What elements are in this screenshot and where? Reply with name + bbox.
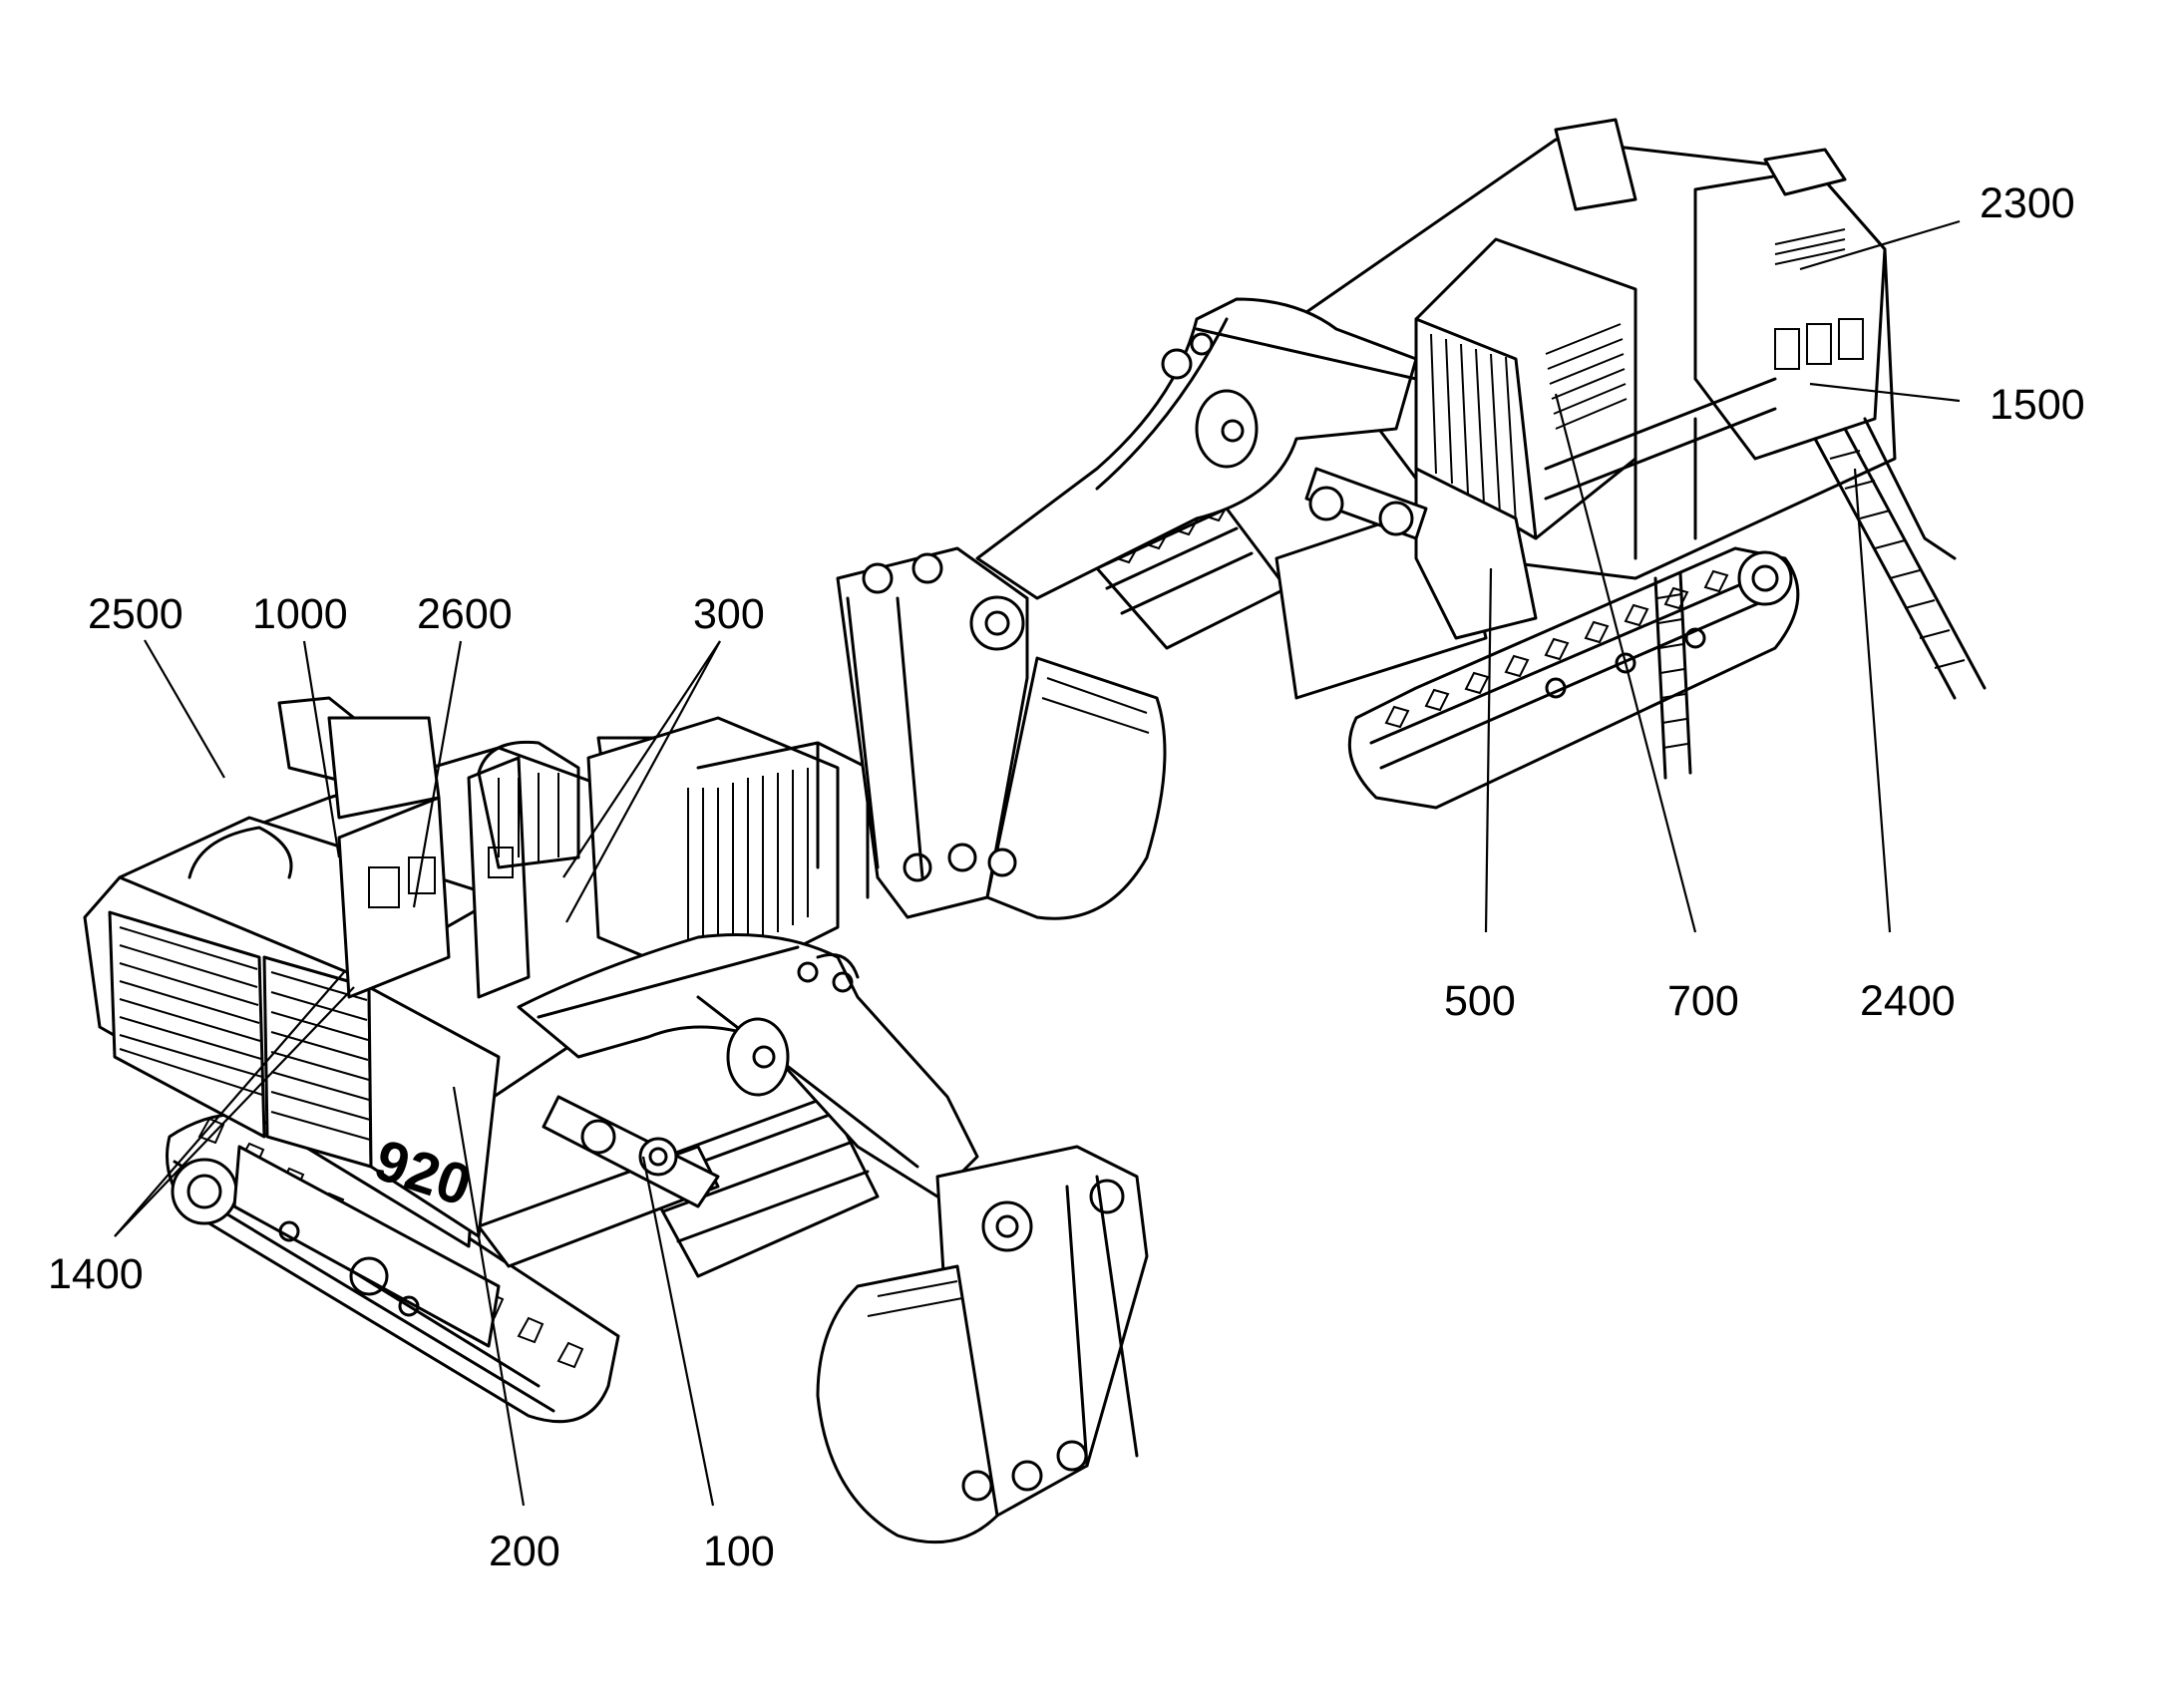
right-excavator bbox=[836, 118, 1987, 920]
leader-2600 bbox=[412, 640, 463, 908]
reference-numerals: 2500 1000 2600 300 1400 200 100 2300 150… bbox=[48, 179, 2085, 1575]
leader-1400b bbox=[114, 986, 355, 1237]
leader-2400 bbox=[1853, 468, 1892, 933]
leader-100 bbox=[641, 1156, 715, 1507]
label-2300: 2300 bbox=[1980, 179, 2075, 227]
right-stick-bucket bbox=[836, 546, 1167, 920]
label-700: 700 bbox=[1667, 977, 1739, 1025]
label-100: 100 bbox=[703, 1528, 775, 1575]
label-2400: 2400 bbox=[1860, 977, 1956, 1025]
right-radiator-box bbox=[1414, 237, 1637, 640]
leader-lines bbox=[114, 219, 1961, 1507]
leader-1500 bbox=[1809, 382, 1961, 403]
left-radiator-unit bbox=[477, 716, 870, 989]
label-1000: 1000 bbox=[252, 590, 348, 638]
leader-200 bbox=[452, 1086, 526, 1507]
right-walkway-ladder bbox=[1544, 377, 1987, 780]
leader-2300 bbox=[1799, 219, 1961, 271]
left-excavator: 920 bbox=[83, 696, 1149, 1544]
leader-1400a bbox=[114, 971, 345, 1237]
label-2600: 2600 bbox=[417, 590, 513, 638]
leader-700 bbox=[1554, 393, 1697, 933]
label-1400: 1400 bbox=[48, 1250, 144, 1298]
leader-2500 bbox=[144, 639, 225, 779]
leader-300a bbox=[562, 640, 721, 878]
label-200: 200 bbox=[489, 1528, 560, 1575]
left-near-track bbox=[166, 1112, 620, 1424]
label-1500: 1500 bbox=[1990, 381, 2085, 429]
right-near-track bbox=[1347, 546, 1800, 810]
left-boom bbox=[517, 933, 979, 1208]
left-stick-bucket bbox=[816, 1145, 1149, 1544]
left-upper-structure: 920 bbox=[83, 746, 720, 1248]
label-300: 300 bbox=[693, 590, 765, 638]
leader-500 bbox=[1484, 567, 1493, 933]
leader-300b bbox=[565, 640, 721, 923]
leader-1000 bbox=[302, 640, 341, 858]
label-500: 500 bbox=[1444, 977, 1516, 1025]
label-2500: 2500 bbox=[88, 590, 183, 638]
right-boom bbox=[975, 297, 1428, 600]
